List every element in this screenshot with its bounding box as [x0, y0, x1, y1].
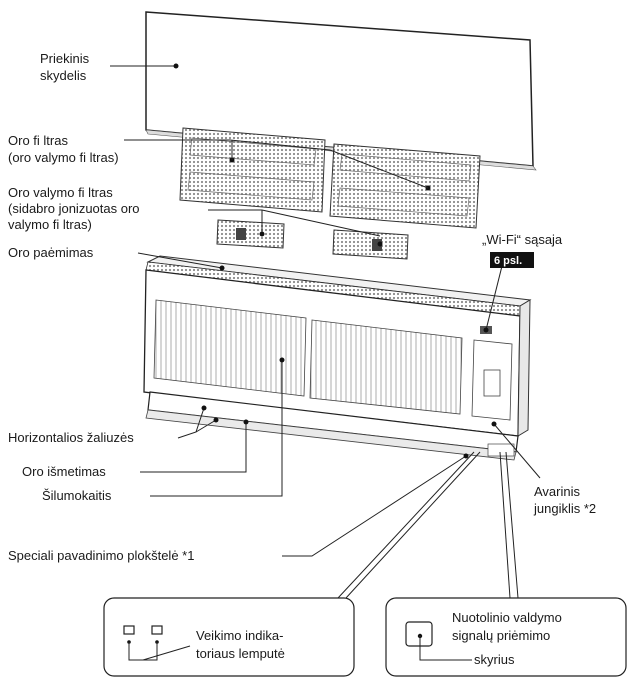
- label-heat-exchanger: Šilumokaitis: [42, 488, 112, 503]
- label-horizontal-louvers: Horizontalios žaliuzės: [8, 430, 134, 445]
- wifi-page-badge: [490, 252, 534, 268]
- label-receiver-3: skyrius: [474, 652, 515, 667]
- purifying-filter-left: [216, 219, 285, 249]
- label-purifying-filter-1: Oro valymo fi ltras: [8, 185, 113, 200]
- label-air-outlet: Oro išmetimas: [22, 464, 106, 479]
- wifi-page-badge-text: 6 psl.: [494, 255, 522, 267]
- purifying-filter-right: [332, 229, 409, 260]
- label-purifying-filter-3: valymo fi ltras): [8, 217, 92, 232]
- label-name-plate: Speciali pavadinimo plokštelė *1: [8, 548, 194, 563]
- receiver-box: [385, 597, 627, 677]
- leader-lines: [110, 63, 541, 599]
- label-indicator-lamp-2: toriaus lemputė: [196, 646, 285, 661]
- label-receiver-2: signalų priėmimo: [452, 628, 550, 643]
- label-purifying-filter-2: (sidabro jonizuotas oro: [8, 201, 140, 216]
- label-front-panel-1: Priekinis: [40, 51, 90, 66]
- label-wifi: „Wi-Fi“ sąsaja: [482, 232, 563, 247]
- indicator-lamp-box: [103, 597, 355, 677]
- label-emergency-switch-2: jungiklis *2: [533, 501, 596, 516]
- label-receiver-1: Nuotolinio valdymo: [452, 610, 562, 625]
- label-air-intake: Oro paėmimas: [8, 245, 94, 260]
- indoor-unit: [143, 255, 532, 461]
- labels: Priekinis skydelis Oro fi ltras (oro val…: [8, 51, 596, 667]
- label-front-panel-2: skydelis: [40, 68, 87, 83]
- air-filter-right: [329, 143, 481, 229]
- label-emergency-switch-1: Avarinis: [534, 484, 581, 499]
- receiver-icon: [405, 621, 433, 647]
- label-air-filter-1: Oro fi ltras: [8, 133, 68, 148]
- label-indicator-lamp-1: Veikimo indika-: [196, 628, 283, 643]
- lamp-icon-right: [151, 625, 163, 635]
- air-filter-left: [179, 127, 326, 213]
- label-air-filter-2: (oro valymo fi ltras): [8, 150, 119, 165]
- lamp-icon-left: [123, 625, 135, 635]
